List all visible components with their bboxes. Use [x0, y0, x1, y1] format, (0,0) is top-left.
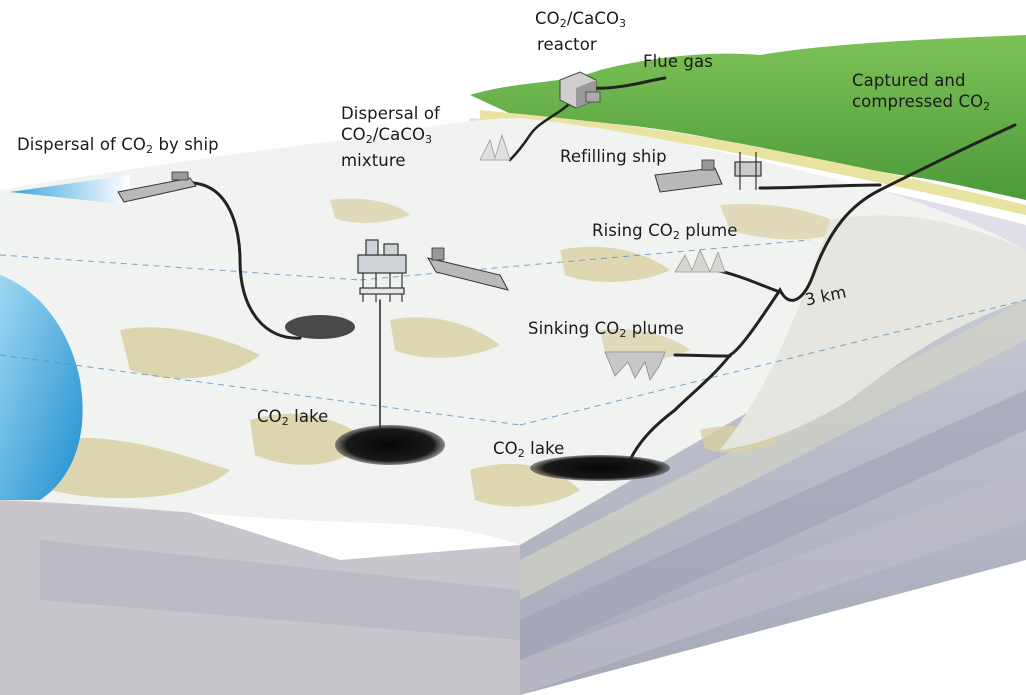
co2-lake-right-shape: [530, 455, 670, 481]
label-captured-co2: Captured and compressed CO2: [852, 71, 991, 113]
offshore-platform: [357, 239, 407, 302]
refilling-ship-shape: [654, 152, 762, 193]
label-dispersal-by-ship: Dispersal of CO2 by ship: [17, 135, 219, 156]
refill-pipe: [758, 183, 882, 190]
label-reactor: CO2/CaCO3 reactor: [535, 9, 627, 54]
co2-lake-left-shape: [335, 425, 445, 465]
dispersal-ship: [117, 171, 197, 203]
label-refilling-ship: Refilling ship: [560, 147, 667, 166]
label-dispersal-mixture: Dispersal of CO2/CaCO3 mixture: [341, 104, 440, 170]
label-sinking-plume: Sinking CO2 plume: [528, 319, 685, 340]
mixture-plume-shape: [479, 133, 511, 161]
reactor-pipe: [588, 76, 667, 90]
sinking-plume-shape: [604, 351, 666, 381]
label-co2-lake-left: CO2 lake: [257, 407, 329, 428]
ship-dispersal-plume: [285, 315, 355, 339]
coastal-land: [470, 35, 1026, 200]
ship-pipe: [183, 181, 302, 340]
sea-water: [0, 275, 83, 500]
label-flue-gas: Flue gas: [643, 52, 713, 71]
reactor-building: [559, 71, 601, 109]
terrain-block: [0, 35, 1026, 695]
rising-plume-shape: [674, 248, 726, 274]
trunk-pipe: [628, 123, 1017, 462]
tanker-ship: [426, 247, 509, 291]
label-rising-plume: Rising CO2 plume: [592, 221, 738, 242]
reactor-pipe-down: [508, 96, 577, 162]
label-co2-lake-right: CO2 lake: [493, 439, 565, 460]
sinking-pipe: [673, 353, 732, 358]
pipelines: [183, 76, 1017, 462]
ship-dispersal-wake: [10, 175, 130, 205]
